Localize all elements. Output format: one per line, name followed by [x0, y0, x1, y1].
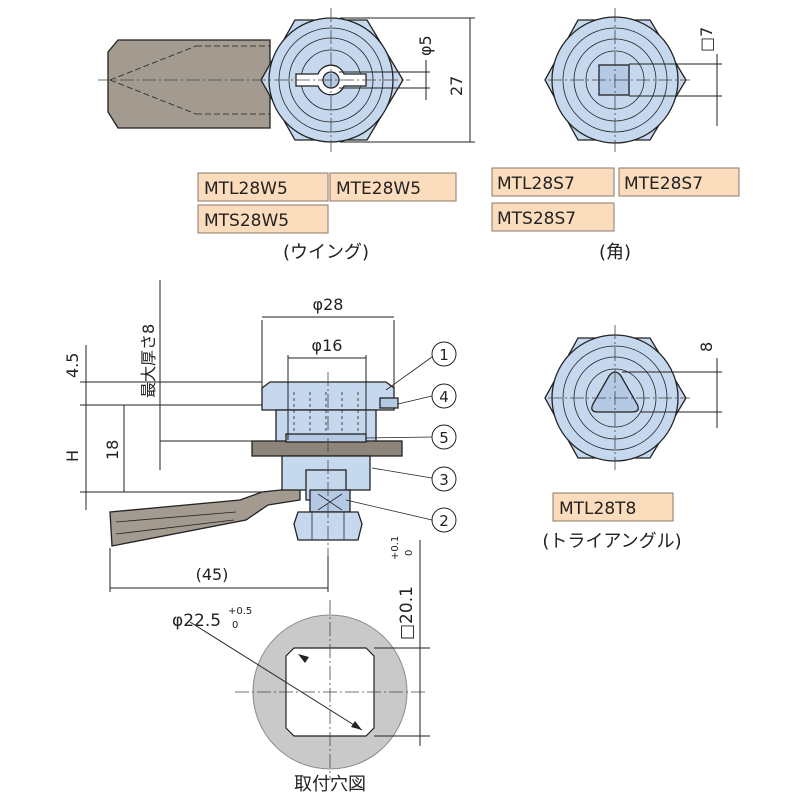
dim-h-label: H [63, 450, 82, 462]
dim-phi16-label: φ16 [312, 336, 343, 355]
svg-text:MTS28S7: MTS28S7 [497, 209, 576, 229]
mounting-dim-width-tol-lower: 0 [404, 550, 415, 556]
svg-text:1: 1 [439, 346, 449, 364]
svg-text:3: 3 [439, 471, 449, 489]
wing-view: φ5 27 MTL28W5 MTE28W5 MTS28W5 (ウイング) [98, 8, 475, 263]
mounting-dim-diameter-tol-lower: 0 [232, 620, 238, 631]
triangle-model-badge: MTL28T8 [552, 492, 674, 522]
section-body-ribs [293, 392, 359, 438]
square-model-badge-2: MTE28S7 [618, 167, 740, 197]
wing-dim27-label: 27 [447, 76, 466, 96]
wing-model-badge-1: MTL28W5 [197, 172, 329, 202]
triangle-dim-label: 8 [697, 342, 716, 352]
section-cam-hub [309, 489, 351, 513]
mounting-dim-diameter-tol-upper: +0.5 [228, 606, 252, 617]
section-view: φ28 φ16 4.5 最大厚さ8 H 18 (45) 1 [63, 280, 457, 592]
part-callout-4: 4 [397, 383, 457, 409]
wing-caption: (ウイング) [283, 242, 369, 263]
square-model-badge-3: MTS28S7 [491, 202, 615, 232]
mounting-hole-view: φ22.5 +0.5 0 □20.1 +0.1 0 取付穴図 [172, 536, 430, 795]
triangle-caption: (トライアングル) [542, 531, 681, 552]
dim-45-label: (45) [196, 565, 229, 584]
section-lever-hatch [115, 511, 237, 535]
svg-text:MTE28W5: MTE28W5 [336, 179, 421, 199]
mounting-hole-caption: 取付穴図 [294, 774, 366, 795]
svg-text:MTL28T8: MTL28T8 [559, 499, 636, 519]
part-callout-5: 5 [365, 424, 457, 450]
triangle-view: 8 MTL28T8 (トライアングル) [542, 325, 722, 552]
part-callout-2: 2 [345, 499, 457, 533]
dim-max-thickness-label: 最大厚さ8 [139, 324, 158, 398]
part-callout-1: 1 [385, 341, 457, 391]
mounting-dim-width-tol-upper: +0.1 [390, 536, 401, 560]
square-dim-label: □7 [697, 27, 716, 52]
square-model-badge-1: MTL28S7 [491, 167, 615, 197]
dim-phi28-label: φ28 [313, 295, 344, 314]
section-lever-handle [109, 487, 301, 547]
dim-4-5-label: 4.5 [63, 353, 82, 378]
wing-handle-shape [107, 39, 271, 129]
svg-text:MTL28W5: MTL28W5 [204, 179, 288, 199]
wing-model-badge-3: MTS28W5 [197, 204, 329, 234]
wing-handle-hidden-lines [109, 45, 270, 115]
part-callout-3: 3 [371, 466, 457, 492]
svg-text:MTE28S7: MTE28S7 [624, 174, 703, 194]
mounting-dim-diameter-leader [189, 621, 363, 731]
section-panel-nut [251, 440, 403, 457]
wing-dim-phi5-label: φ5 [416, 35, 435, 56]
mounting-dim-diameter-label: φ22.5 [172, 611, 221, 631]
section-gasket [379, 397, 399, 409]
square-caption: (角) [599, 242, 631, 263]
dim-18-label: 18 [103, 440, 122, 460]
svg-text:MTL28S7: MTL28S7 [497, 174, 575, 194]
mounting-dim-width-label: □20.1 [397, 586, 417, 640]
square-view: □7 MTL28S7 MTE28S7 MTS28S7 (角) [491, 8, 740, 263]
svg-text:2: 2 [439, 512, 449, 530]
wing-model-badge-2: MTE28W5 [329, 172, 457, 202]
section-cam-cross [317, 493, 343, 511]
svg-text:5: 5 [439, 429, 449, 447]
svg-text:MTS28W5: MTS28W5 [204, 211, 289, 231]
svg-text:4: 4 [439, 388, 449, 406]
section-washer [285, 433, 367, 443]
